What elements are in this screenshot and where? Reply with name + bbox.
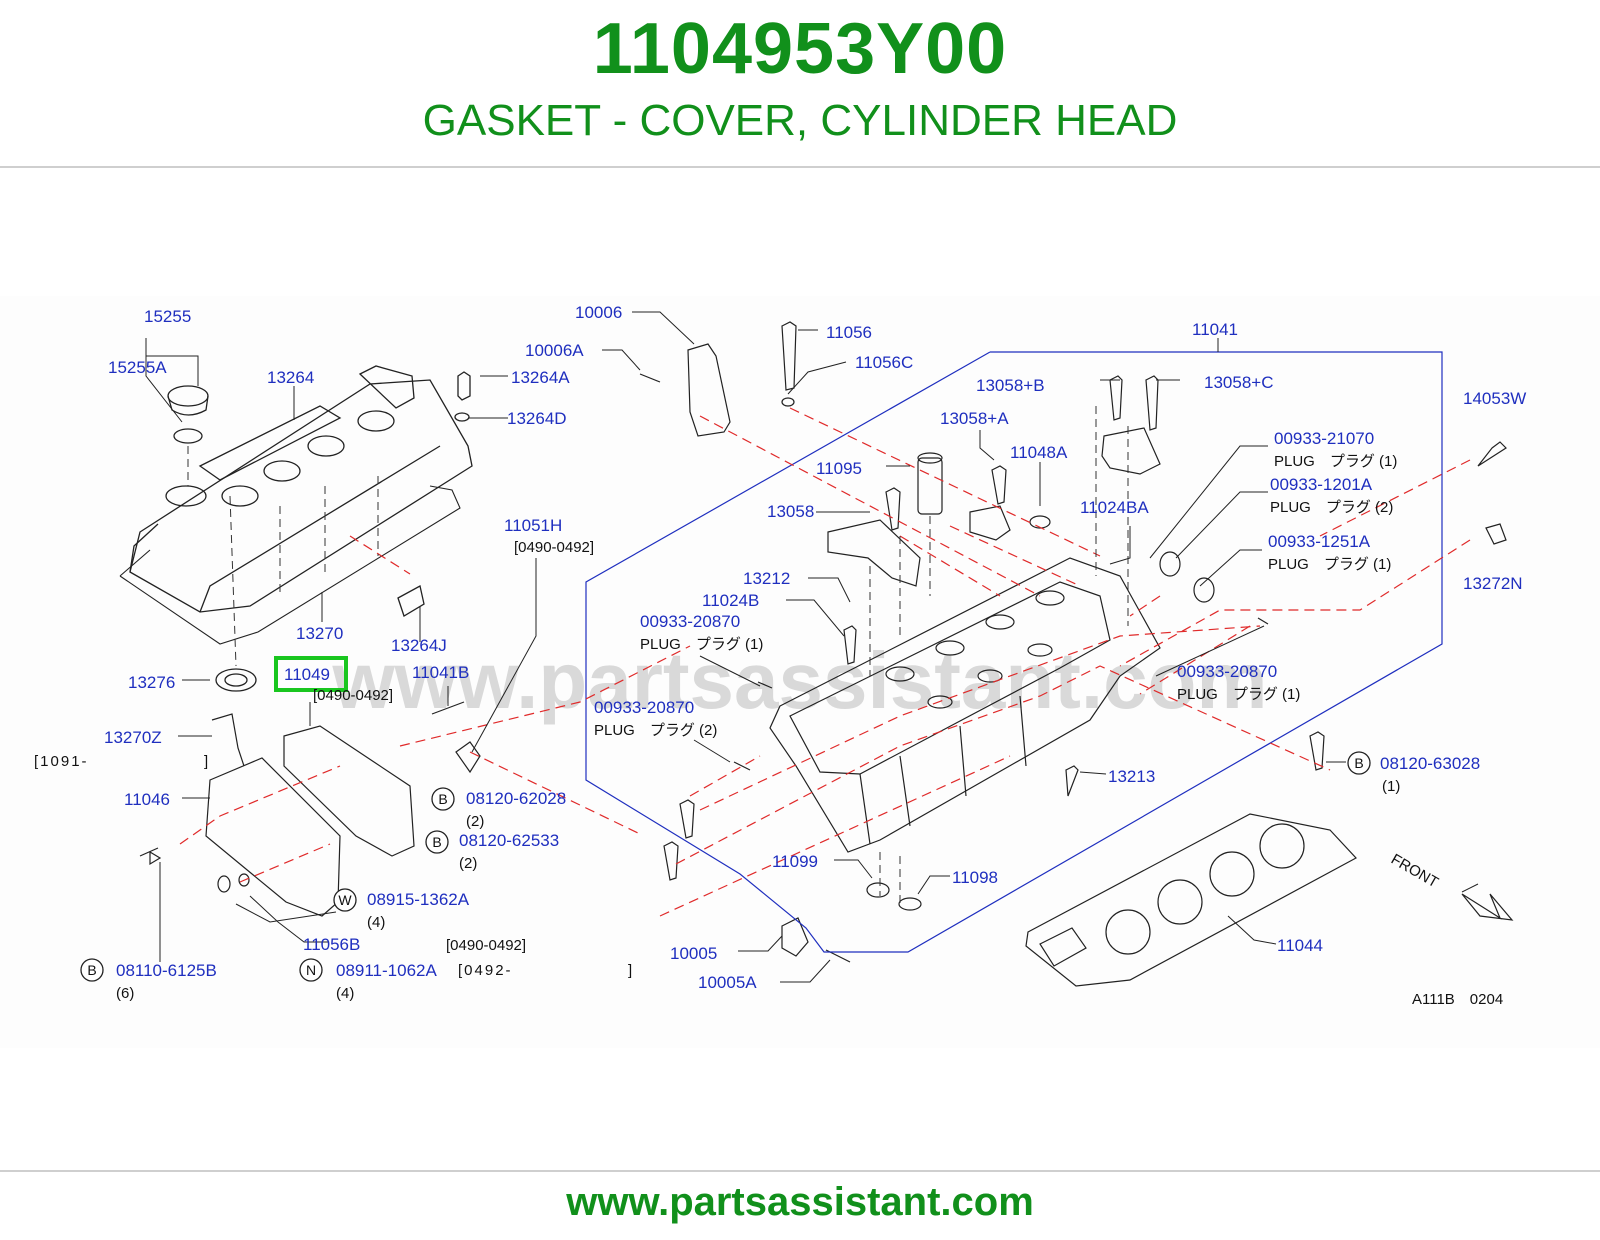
callout-13058-a[interactable]: 13058+A <box>940 409 1009 428</box>
marker-n <box>299 958 323 982</box>
callout-00933-1201a[interactable]: 00933-1201A <box>1270 475 1373 494</box>
black-dashed-guides <box>187 406 1129 906</box>
callout-13272n[interactable]: 13272N <box>1463 574 1523 593</box>
marker-b-label: B <box>438 791 447 807</box>
range-note-end: ] <box>628 962 632 979</box>
assembly-frame <box>585 351 1443 953</box>
callout-13213[interactable]: 13213 <box>1108 767 1155 786</box>
marker-b-label: B <box>1354 755 1363 771</box>
callout-11048a[interactable]: 11048A <box>1010 443 1068 462</box>
plug-note: PLUG プラグ (1) <box>1177 686 1300 703</box>
callout-10006a[interactable]: 10006A <box>525 341 584 360</box>
marker-n-label: N <box>306 962 316 978</box>
callout-10005[interactable]: 10005 <box>670 944 717 963</box>
callout-10006[interactable]: 10006 <box>575 303 622 322</box>
plug-note: PLUG プラグ (2) <box>1270 499 1393 516</box>
page-header: 1104953Y00 GASKET - COVER, CYLINDER HEAD <box>0 0 1600 168</box>
callout-13264[interactable]: 13264 <box>267 368 314 387</box>
range-note: [0490-0492] <box>446 937 526 954</box>
callout-08110-6125b[interactable]: 08110-6125B <box>116 961 217 980</box>
callout-15255[interactable]: 15255 <box>144 307 191 326</box>
range-note: [0492- <box>458 962 513 979</box>
range-note-end: ] <box>204 753 208 770</box>
watermark-text: www.partsassistant.com <box>331 636 1267 725</box>
callout-08120-62028[interactable]: 08120-62028 <box>466 789 566 808</box>
callout-08915-1362a[interactable]: 08915-1362A <box>367 890 470 909</box>
callout-13270[interactable]: 13270 <box>296 624 343 643</box>
callout-13264a[interactable]: 13264A <box>511 368 570 387</box>
dashed-leaders <box>179 407 1471 917</box>
callout-11099[interactable]: 11099 <box>772 852 818 871</box>
plug-note: PLUG プラグ (1) <box>640 636 763 653</box>
callout-15255a[interactable]: 15255A <box>108 358 167 377</box>
footer-divider <box>0 1170 1600 1172</box>
parts-diagram: www.partsassistant.com <box>0 296 1600 1048</box>
callout-11095[interactable]: 11095 <box>816 459 862 478</box>
callout-11056b[interactable]: 11056B <box>303 935 360 954</box>
quantity-note: (4) <box>367 914 385 931</box>
callout-13058-b[interactable]: 13058+B <box>976 376 1045 395</box>
footer-site-url[interactable]: www.partsassistant.com <box>566 1180 1034 1224</box>
callout-leaders <box>145 311 1479 983</box>
callout-08911-1062a[interactable]: 08911-1062A <box>336 961 437 980</box>
marker-b-6125b <box>80 958 104 982</box>
header-divider <box>0 166 1600 168</box>
callout-13058-c[interactable]: 13058+C <box>1204 373 1273 392</box>
callout-11056[interactable]: 11056 <box>826 323 872 342</box>
callout-00933-20870-c[interactable]: 00933-20870 <box>1177 662 1277 681</box>
callout-11024b[interactable]: 11024B <box>702 591 759 610</box>
callout-11051h[interactable]: 11051H <box>504 516 562 535</box>
callout-13058[interactable]: 13058 <box>767 502 814 521</box>
front-cover-gaskets-drawing <box>139 701 481 917</box>
marker-b-62028 <box>431 787 455 811</box>
callout-00933-20870-b[interactable]: 00933-20870 <box>594 698 694 717</box>
plug-note: PLUG プラグ (1) <box>1274 453 1397 470</box>
callout-13270z[interactable]: 13270Z <box>104 728 162 747</box>
callout-11049-highlighted[interactable]: 11049 <box>284 665 330 684</box>
marker-w-label: W <box>338 892 352 908</box>
callout-11056c[interactable]: 11056C <box>855 353 913 372</box>
range-note: [0490-0492] <box>514 539 594 556</box>
part-number-title: 1104953Y00 <box>592 9 1008 89</box>
highlight-box <box>274 656 348 692</box>
callout-08120-63028[interactable]: 08120-63028 <box>1380 754 1480 773</box>
callout-13264d[interactable]: 13264D <box>507 409 567 428</box>
marker-b-label: B <box>432 834 441 850</box>
callout-13264j[interactable]: 13264J <box>391 636 447 655</box>
callout-00933-20870-a[interactable]: 00933-20870 <box>640 612 740 631</box>
quantity-note: (2) <box>459 855 477 872</box>
cylinder-head-drawing <box>639 321 1514 987</box>
callout-08120-62533[interactable]: 08120-62533 <box>459 831 559 850</box>
callout-14053w[interactable]: 14053W <box>1463 389 1526 408</box>
marker-b-62533 <box>425 830 449 854</box>
callout-00933-21070[interactable]: 00933-21070 <box>1274 429 1374 448</box>
range-note: [0490-0492] <box>313 687 393 704</box>
callout-13212[interactable]: 13212 <box>743 569 790 588</box>
drawing-code: A111B 0204 <box>1412 991 1503 1008</box>
callout-11024ba[interactable]: 11024BA <box>1080 498 1149 517</box>
callout-11041b[interactable]: 11041B <box>412 663 469 682</box>
marker-b-63028 <box>1347 751 1371 775</box>
plug-note: PLUG プラグ (2) <box>594 722 717 739</box>
quantity-note: (4) <box>336 985 354 1002</box>
callout-11098[interactable]: 11098 <box>952 868 998 887</box>
callout-11044[interactable]: 11044 <box>1277 936 1323 955</box>
part-name-subtitle: GASKET - COVER, CYLINDER HEAD <box>422 96 1178 145</box>
quantity-note: (1) <box>1382 778 1400 795</box>
parts-diagram-svg: www.partsassistant.com <box>34 303 1526 1008</box>
callout-00933-1251a[interactable]: 00933-1251A <box>1268 532 1371 551</box>
quantity-note: (2) <box>466 813 484 830</box>
marker-w <box>333 888 357 912</box>
callout-13276[interactable]: 13276 <box>128 673 175 692</box>
range-note: [1091- <box>34 753 89 770</box>
callout-11046[interactable]: 11046 <box>124 790 170 809</box>
quantity-note: (6) <box>116 985 134 1002</box>
valve-cover-drawing <box>119 365 473 692</box>
marker-b-label: B <box>87 962 96 978</box>
circle-markers <box>80 751 1371 982</box>
plug-note: PLUG プラグ (1) <box>1268 556 1391 573</box>
callout-11041[interactable]: 11041 <box>1192 320 1238 339</box>
front-indicator-label: FRONT <box>1388 851 1441 892</box>
callout-10005a[interactable]: 10005A <box>698 973 757 992</box>
